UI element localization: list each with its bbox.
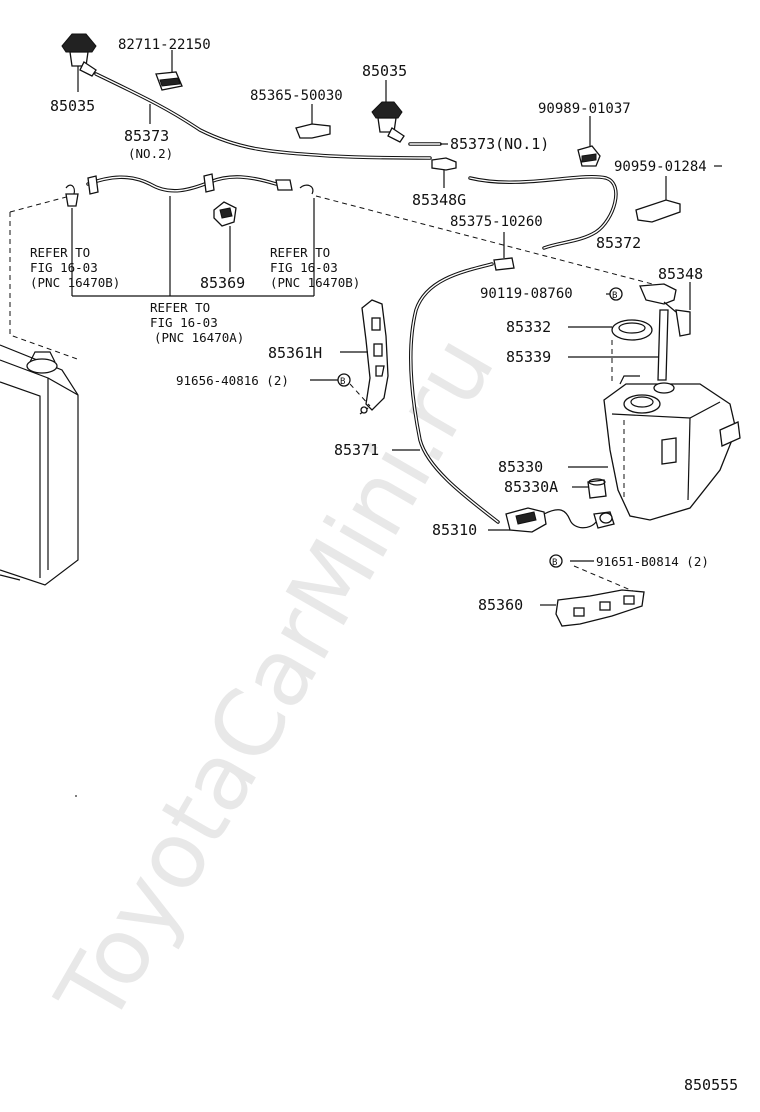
svg-text:B: B bbox=[340, 377, 345, 387]
svg-text:FIG 16-03: FIG 16-03 bbox=[270, 260, 338, 275]
svg-text:(PNC 16470B): (PNC 16470B) bbox=[30, 275, 120, 290]
bolt-marker-91651: B bbox=[549, 554, 641, 595]
hose-85372 bbox=[468, 175, 618, 250]
refer-note-right: REFER TO FIG 16-03 (PNC 16470B) bbox=[270, 245, 360, 290]
inlet-tube-85339 bbox=[568, 309, 669, 381]
callout-85332: 85332 bbox=[506, 318, 551, 336]
radiator-fragment bbox=[0, 195, 81, 586]
callout-90959-01284: 90959-01284 bbox=[614, 159, 707, 175]
svg-text:B: B bbox=[612, 291, 617, 301]
callout-85373-no1: 85373(NO.1) bbox=[450, 135, 549, 153]
hose-assembly-center bbox=[65, 173, 314, 207]
callout-85330a: 85330A bbox=[504, 478, 558, 496]
svg-text:REFER TO: REFER TO bbox=[270, 245, 330, 260]
hose-clamp-82711 bbox=[155, 50, 183, 91]
callout-85373-no2: 85373 bbox=[124, 127, 169, 145]
callout-85339: 85339 bbox=[506, 348, 551, 366]
callout-85371: 85371 bbox=[334, 441, 379, 459]
callout-85360: 85360 bbox=[478, 596, 523, 614]
callout-85330: 85330 bbox=[498, 458, 543, 476]
callout-91651-B0814: 91651-B0814 (2) bbox=[596, 554, 709, 569]
hose-joint-85348 bbox=[639, 282, 691, 337]
callout-85035-mid: 85035 bbox=[362, 62, 407, 80]
svg-text:B: B bbox=[552, 558, 557, 568]
svg-text:REFER TO: REFER TO bbox=[30, 245, 90, 260]
clip-90989 bbox=[577, 116, 601, 167]
callout-85375-10260: 85375-10260 bbox=[450, 214, 543, 230]
callout-85365-50030: 85365-50030 bbox=[250, 88, 343, 104]
callout-85373-no2-sub: (NO.2) bbox=[128, 146, 173, 161]
svg-text:REFER TO: REFER TO bbox=[150, 300, 210, 315]
bolt-marker-90119: B bbox=[606, 287, 623, 301]
svg-text:FIG 16-03: FIG 16-03 bbox=[150, 315, 218, 330]
washer-pump-85310 bbox=[488, 507, 615, 533]
hose-joint-85375 bbox=[493, 232, 515, 271]
callout-85369: 85369 bbox=[200, 274, 245, 292]
callout-82711-22150: 82711-22150 bbox=[118, 37, 211, 53]
callout-91656-40816: 91656-40816 (2) bbox=[176, 373, 289, 388]
figure-id: 850555 bbox=[684, 1076, 738, 1094]
washer-nozzle-mid bbox=[371, 80, 405, 143]
hose-clamp-85369 bbox=[213, 201, 237, 272]
callout-85372: 85372 bbox=[596, 234, 641, 252]
svg-text:(PNC 16470A): (PNC 16470A) bbox=[154, 330, 244, 345]
grommet-85330a bbox=[572, 478, 607, 499]
callout-85348: 85348 bbox=[658, 265, 703, 283]
washer-nozzle-left bbox=[61, 33, 97, 92]
svg-text:(PNC 16470B): (PNC 16470B) bbox=[270, 275, 360, 290]
callout-85310: 85310 bbox=[432, 521, 477, 539]
bracket-85361h bbox=[340, 299, 389, 415]
clip-90959 bbox=[635, 165, 722, 223]
svg-text:FIG 16-03: FIG 16-03 bbox=[30, 260, 98, 275]
bolt-marker-91656: B bbox=[310, 373, 371, 407]
callout-90989-01037: 90989-01037 bbox=[538, 101, 631, 117]
washer-tank-85330 bbox=[568, 375, 741, 521]
cap-85332 bbox=[568, 319, 653, 382]
hose-clip-85365 bbox=[295, 104, 331, 139]
callout-85035-left: 85035 bbox=[50, 97, 95, 115]
refer-note-center: REFER TO FIG 16-03 (PNC 16470A) bbox=[150, 300, 244, 345]
watermark: ToyotaCarMini.ru bbox=[36, 318, 515, 1042]
bracket-85360 bbox=[540, 589, 645, 627]
callout-90119-08760: 90119-08760 bbox=[480, 286, 573, 302]
hose-joint-85348g bbox=[431, 157, 457, 188]
callout-85361h: 85361H bbox=[268, 344, 322, 362]
callout-85348g: 85348G bbox=[412, 191, 466, 209]
refer-note-left: REFER TO FIG 16-03 (PNC 16470B) bbox=[30, 245, 120, 290]
